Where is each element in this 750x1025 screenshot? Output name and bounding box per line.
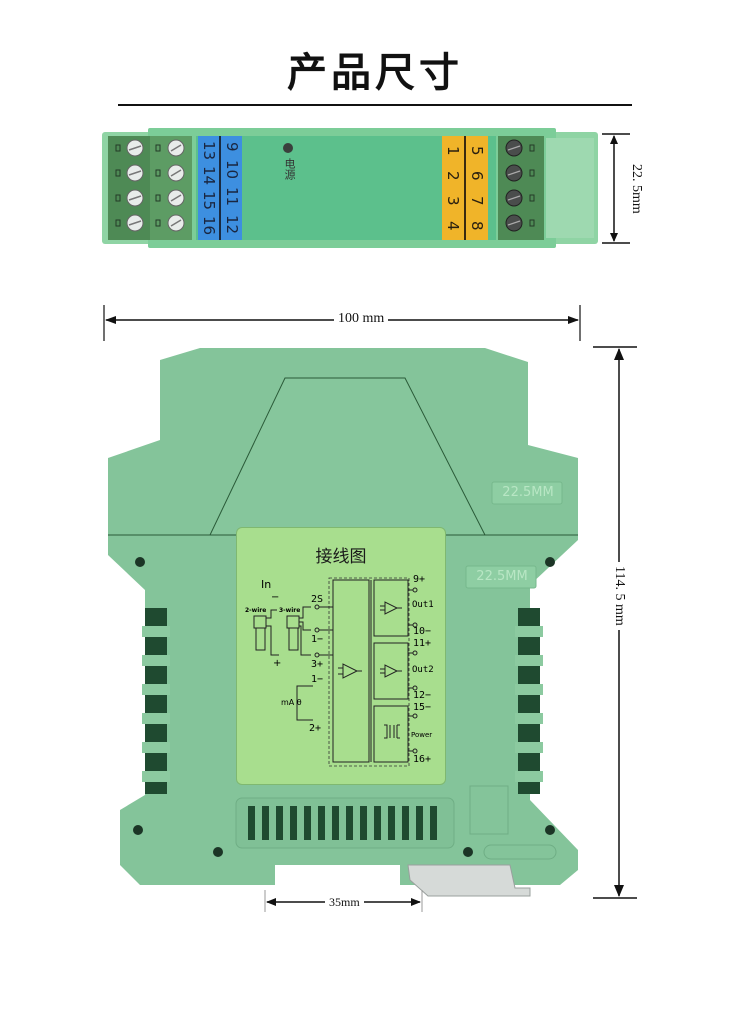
- amplifier-icon: [338, 601, 402, 739]
- out2-bottom-terminal: 12−: [413, 690, 432, 701]
- input-terminal-ma-1-minus: 1−: [311, 674, 324, 685]
- out2-top-terminal: 11+: [413, 638, 432, 649]
- yellow-terminal-labels-right: 5 6 7 8: [468, 145, 486, 231]
- wiring-schematic: [253, 577, 418, 767]
- plus-label: +: [273, 658, 282, 669]
- top-height-dimension-label: 22. 5mm: [629, 164, 644, 214]
- out1-top-terminal: 9+: [413, 574, 426, 585]
- width-dimension-label: 100 mm: [334, 311, 389, 327]
- front-height-dimension-label: 114. 5 mm: [611, 562, 627, 630]
- height-dimension-arrow: [602, 133, 630, 244]
- page-title: 产品尺寸: [287, 50, 463, 96]
- power-top-terminal: 15−: [413, 702, 432, 713]
- yellow-terminal-labels-left: 1 2 3 4: [444, 145, 462, 231]
- out2-label: Out2: [412, 665, 434, 675]
- three-wire-label: 3-wire: [279, 607, 301, 614]
- ma-label: mA θ: [281, 698, 302, 707]
- wiring-diagram-title: 接线图: [315, 547, 367, 567]
- embossed-width-label-1: 22.5MM: [502, 485, 554, 500]
- rail-dimension-label: 35mm: [325, 895, 364, 910]
- input-terminal-1-minus: 1−: [311, 634, 324, 645]
- title-divider: [118, 104, 632, 106]
- top-view: 13 14 15 16 9 10 11 12 1 2 3 4 5 6 7 8 电…: [100, 128, 600, 248]
- two-wire-label: 2-wire: [245, 607, 267, 614]
- wiring-diagram-label: 接线图: [236, 527, 446, 785]
- top-view-housing: [102, 128, 598, 248]
- minus-label: −: [271, 592, 280, 603]
- input-label: In: [261, 578, 272, 591]
- input-terminal-ma-2-plus: 2+: [309, 723, 322, 734]
- out1-label: Out1: [412, 600, 434, 610]
- screw-icon: [126, 139, 185, 232]
- power-indicator-label: 电源: [283, 158, 296, 180]
- power-label: Power: [411, 731, 433, 739]
- input-terminal-2s: 2S: [311, 594, 324, 605]
- input-terminal-3-plus: 3+: [311, 659, 324, 670]
- out1-bottom-terminal: 10−: [413, 626, 432, 637]
- power-bottom-terminal: 16+: [413, 754, 432, 765]
- embossed-width-label-2: 22.5MM: [476, 569, 528, 584]
- blue-terminal-labels-left: 13 14 15 16: [200, 140, 218, 236]
- blue-terminal-labels-right: 9 10 11 12: [223, 142, 241, 234]
